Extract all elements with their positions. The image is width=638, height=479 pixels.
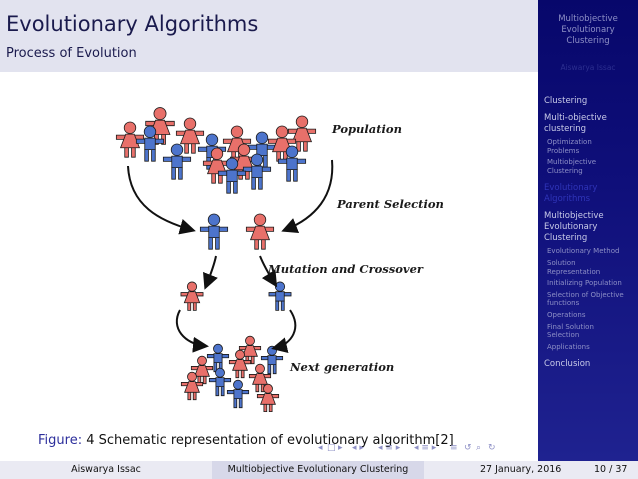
process-arrow	[259, 255, 278, 288]
footer-title-text: Multiobjective Evolutionary Clustering	[227, 464, 409, 475]
label-population: Population	[332, 122, 402, 136]
female-figure	[287, 115, 317, 152]
caption-prefix: Figure:	[38, 433, 83, 448]
female-figure	[229, 143, 259, 180]
female-figure	[245, 213, 275, 250]
nav-right-arrow-icon[interactable]: ▸	[338, 443, 343, 453]
footer-title: Multiobjective Evolutionary Clustering	[212, 461, 424, 479]
caption-text: 4 Schematic representation of evolutiona…	[86, 433, 454, 448]
male-figure	[242, 153, 272, 190]
female-figure	[248, 363, 272, 393]
process-arrow	[281, 159, 334, 233]
align-icon[interactable]: ≡	[450, 443, 458, 453]
female-figure	[267, 125, 297, 162]
sidebar-subsection-item[interactable]: Evolutionary Method	[547, 247, 620, 256]
process-arrows	[127, 159, 334, 354]
process-arrow	[203, 255, 218, 290]
nav-left-arrow-icon[interactable]: ◂	[318, 443, 323, 453]
sidebar-subsection-item[interactable]: Applications	[547, 342, 590, 351]
footer: Aiswarya Issac Multiobjective Evolutiona…	[0, 461, 638, 479]
sidebar-author[interactable]: Aiswarya Issac	[560, 63, 616, 72]
sidebar-subsection-item[interactable]: Operations	[547, 310, 586, 319]
female-figure	[228, 349, 252, 379]
female-figure	[115, 121, 145, 158]
male-figure	[162, 143, 192, 180]
female-figure	[180, 281, 204, 311]
section-icon[interactable]: ◂ ≡ ▸	[378, 443, 401, 453]
female-figure	[175, 117, 205, 154]
population-figures	[115, 107, 317, 412]
evolution-figure	[115, 107, 334, 412]
sidebar-subsection-item[interactable]: Initializing Population	[547, 279, 622, 288]
male-figure	[199, 213, 229, 250]
page-subtitle: Process of Evolution	[6, 46, 137, 61]
footer-page-number: 10 / 37	[594, 464, 628, 475]
male-figure	[208, 367, 232, 397]
frame-header: Evolutionary Algorithms Process of Evolu…	[0, 0, 538, 72]
label-mutation-crossover: Mutation and Crossover	[268, 262, 423, 276]
process-arrow	[175, 309, 209, 353]
sidebar-section-item[interactable]: Conclusion	[544, 359, 591, 370]
male-figure	[268, 281, 292, 311]
subsection-icon[interactable]: ◂ ▸	[352, 443, 364, 453]
sidebar-title-line: Evolutionary	[561, 25, 615, 35]
footer-date-page: 27 January, 2016 10 / 37	[424, 461, 638, 479]
female-figure	[180, 371, 204, 401]
male-figure	[217, 157, 247, 194]
male-figure	[226, 379, 250, 409]
search-back-icon[interactable]: ↺	[464, 443, 472, 453]
figure-caption: Figure: 4 Schematic representation of ev…	[38, 433, 454, 448]
footer-author-text: Aiswarya Issac	[71, 464, 141, 475]
male-figure	[277, 145, 307, 182]
footer-date: 27 January, 2016	[480, 464, 562, 475]
frame-icon[interactable]: □	[327, 443, 336, 453]
page-title: Evolutionary Algorithms	[6, 12, 259, 36]
sidebar-title-line: Multiobjective	[558, 14, 618, 24]
male-figure	[135, 125, 165, 162]
search-icon[interactable]: ⌕	[476, 443, 482, 453]
search-forward-icon[interactable]: ↻	[488, 443, 496, 453]
beamer-nav-symbols: ◂ □ ▸ ◂ ▸ ◂ ≡ ▸ ◂ ≡ ▸ ≡ ↺ ⌕ ↻	[318, 443, 534, 457]
label-parent-selection: Parent Selection	[337, 197, 444, 211]
process-arrow	[271, 309, 297, 354]
section-nav-icon[interactable]: ◂ ≡ ▸	[414, 443, 437, 453]
sidebar-title-line: Clustering	[566, 36, 610, 46]
footer-author: Aiswarya Issac	[0, 461, 212, 479]
female-figure	[256, 383, 280, 412]
label-next-generation: Next generation	[290, 360, 395, 374]
sidebar-section-item[interactable]: Clustering	[544, 96, 588, 106]
female-figure	[190, 355, 214, 385]
process-arrow	[127, 165, 196, 235]
